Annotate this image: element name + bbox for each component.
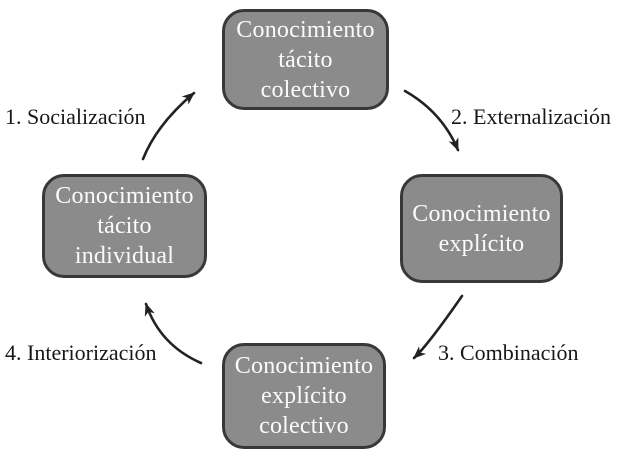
box-conocimiento-explicito: Conocimiento explícito <box>400 174 563 283</box>
box-line: individual <box>74 243 175 269</box>
box-line: Conocimiento <box>55 183 194 209</box>
edge-label-socializacion: 1. Socialización <box>5 104 146 129</box>
edge-label-externalizacion: 2. Externalización <box>451 104 612 129</box>
box-conocimiento-tacito-individual: Conocimiento tácito individual <box>42 174 207 278</box>
box-line: colectivo <box>260 76 351 103</box>
box-line: explícito <box>438 230 525 257</box>
arrow-socializacion <box>141 91 196 161</box>
box-conocimiento-explicito-colectivo: Conocimiento explícito colectivo <box>222 343 386 449</box>
box-line: colectivo <box>259 413 349 439</box>
edge-label-interiorizacion: 4. Interiorización <box>5 340 157 365</box>
edge-label-combinacion: 3. Combinación <box>438 340 579 365</box>
box-line: tácito <box>278 46 333 73</box>
box-conocimiento-tacito-colectivo: Conocimiento tácito colectivo <box>222 9 389 110</box>
box-line: explícito <box>261 383 347 409</box>
box-line: Conocimiento <box>234 353 374 379</box>
box-line: Conocimiento <box>412 200 551 227</box>
box-line: tácito <box>97 213 152 239</box>
box-line: Conocimiento <box>236 16 375 43</box>
